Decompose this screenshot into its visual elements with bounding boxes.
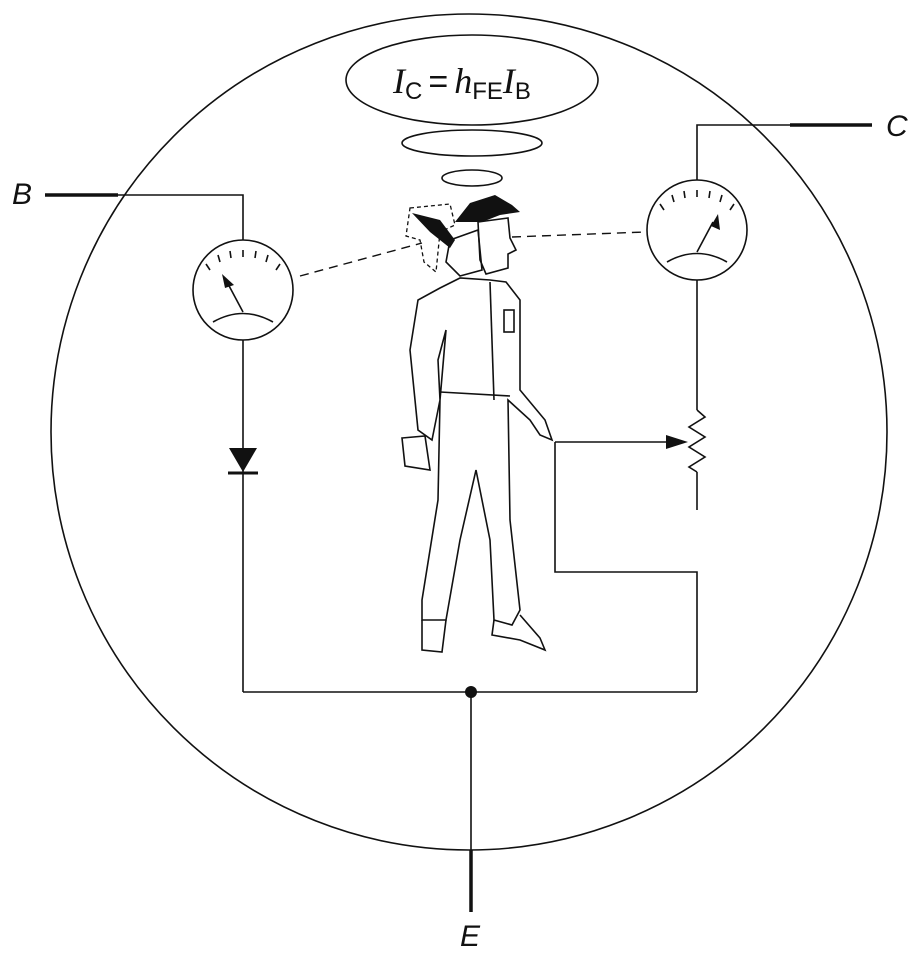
- collector-meter-gaze-line: [511, 231, 646, 238]
- potentiometer-wiper: [554, 435, 698, 692]
- base-terminal-label: B: [12, 178, 32, 211]
- collector-current-meter: [646, 179, 748, 281]
- transistor-man-figure: [401, 195, 554, 653]
- diode-symbol: [228, 448, 258, 475]
- base-current-meter: [192, 239, 294, 341]
- transistor-outline-circle: [50, 13, 888, 851]
- collector-terminal-label: C: [886, 110, 908, 143]
- emitter-wire: [243, 686, 697, 912]
- base-wire: [45, 193, 244, 692]
- equation-bubble: [345, 34, 599, 126]
- thought-bubble-small: [441, 169, 503, 187]
- thought-bubble-mid: [401, 129, 543, 157]
- collector-wire: [687, 123, 872, 510]
- base-meter-gaze-line: [299, 242, 423, 277]
- emitter-terminal-label: E: [460, 920, 481, 953]
- equation: IC=hFEIB: [392, 61, 531, 105]
